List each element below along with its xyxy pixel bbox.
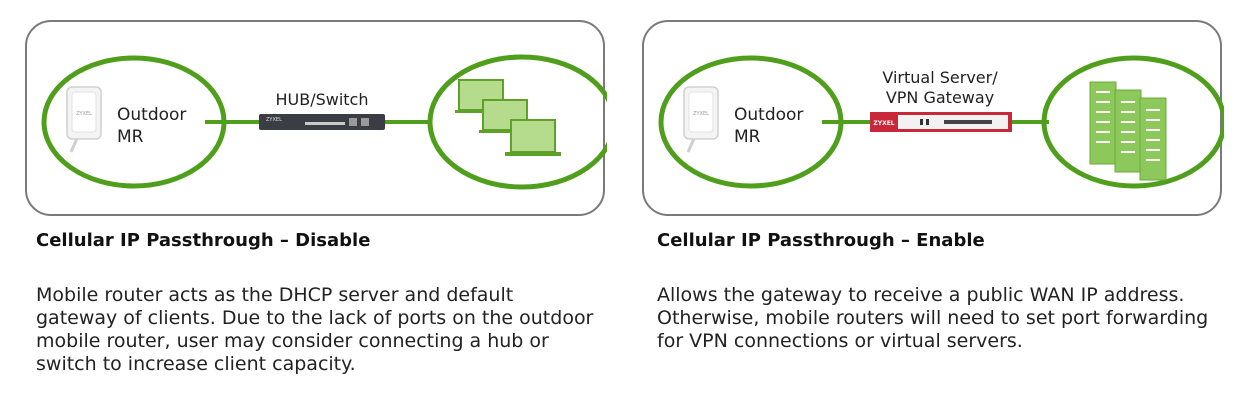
gateway-label: Virtual Server/ VPN Gateway: [862, 68, 1018, 108]
network-diagram-disable: ZYXEL ZYXEL: [41, 54, 607, 190]
description-passthrough-enable: Allows the gateway to receive a public W…: [657, 284, 1209, 352]
svg-text:ZYXEL: ZYXEL: [693, 111, 709, 117]
description-passthrough-disable: Mobile router acts as the DHCP server an…: [36, 284, 594, 375]
switch-icon: ZYXEL: [259, 114, 385, 130]
gateway-brand-text: ZYXEL: [873, 120, 894, 127]
diagram-panel-passthrough-disable: ZYXEL ZYXEL Out: [25, 20, 607, 216]
router-label-line1: Outdoor: [117, 105, 187, 125]
heading-passthrough-enable: Cellular IP Passthrough – Enable: [657, 230, 985, 251]
router-label: Outdoor MR: [117, 104, 186, 148]
gateway-label-line2: VPN Gateway: [885, 88, 995, 107]
svg-text:ZYXEL: ZYXEL: [266, 117, 282, 123]
servers-ellipse: [1041, 55, 1224, 189]
outdoor-router-icon: ZYXEL: [683, 86, 719, 153]
router-label: Outdoor MR: [734, 104, 803, 148]
svg-text:ZYXEL: ZYXEL: [76, 111, 92, 117]
heading-passthrough-disable: Cellular IP Passthrough – Disable: [36, 230, 371, 251]
router-label-line2: MR: [117, 127, 144, 147]
gateway-label-line1: Virtual Server/: [882, 68, 998, 87]
router-ellipse: [41, 55, 227, 189]
outdoor-router-icon: ZYXEL: [66, 86, 102, 153]
router-label-line2: MR: [734, 127, 761, 147]
firewall-gateway-icon: ZYXEL: [870, 112, 1012, 132]
clients-ellipse: [427, 54, 607, 190]
diagram-panel-passthrough-enable: ZYXEL ZYXEL: [642, 20, 1224, 216]
servers-icon: [1089, 81, 1167, 181]
switch-label: HUB/Switch: [275, 90, 369, 109]
router-label-line1: Outdoor: [734, 105, 804, 125]
laptops-icon: [455, 79, 561, 156]
network-diagram-enable: ZYXEL ZYXEL: [658, 55, 1224, 189]
router-ellipse: [658, 55, 844, 189]
